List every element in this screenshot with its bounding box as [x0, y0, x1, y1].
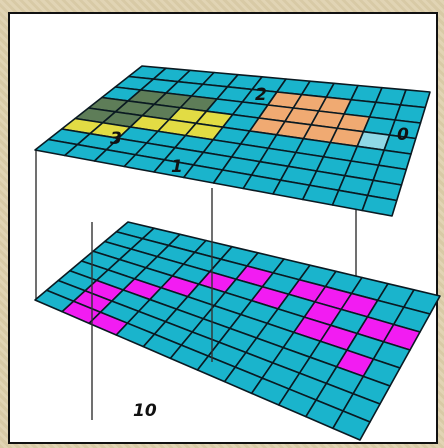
zone-label-2: 2	[255, 85, 267, 105]
zone-label-1: 1	[171, 157, 183, 177]
zone-label-10: 10	[133, 401, 157, 421]
zone-label-3: 3	[110, 129, 122, 149]
zone-label-0: 0	[397, 125, 409, 145]
top-grid-layer	[35, 66, 430, 216]
bottom-grid-layer	[35, 222, 440, 440]
